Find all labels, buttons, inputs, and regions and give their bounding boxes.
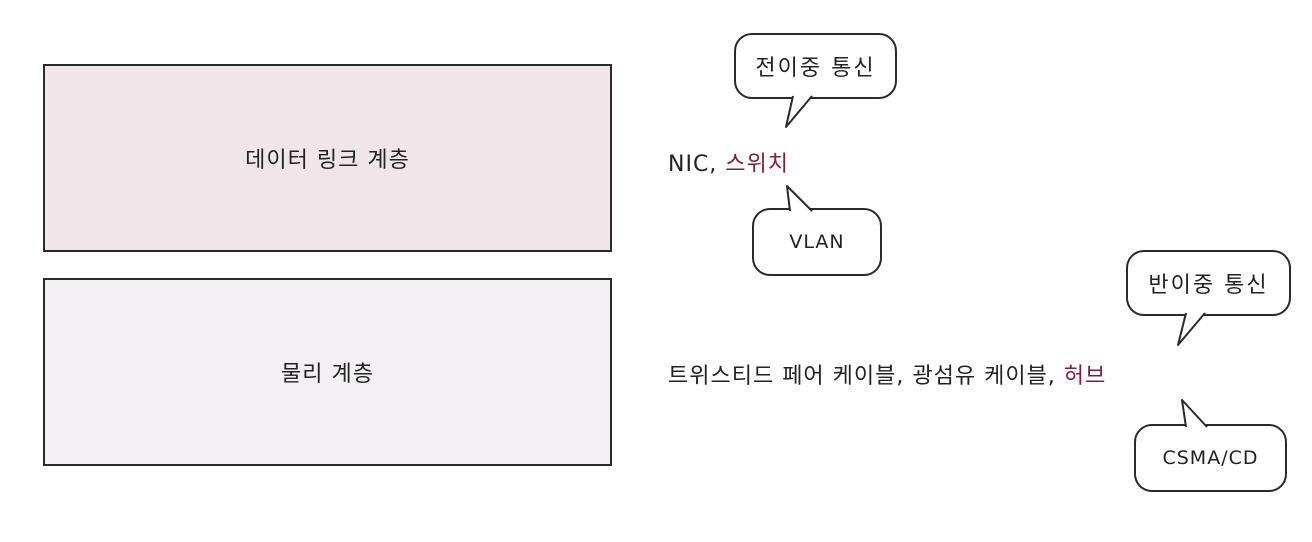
cables-text: 트위스티드 페어 케이블, 광섬유 케이블, bbox=[668, 364, 1064, 389]
physical-layer-label: 물리 계층 bbox=[281, 362, 374, 387]
datalink-layer-box: 데이터 링크 계층 bbox=[43, 64, 612, 252]
half-duplex-callout: 반이중 통신 bbox=[1126, 250, 1291, 316]
vlan-callout: VLAN bbox=[752, 208, 882, 276]
full-duplex-callout: 전이중 통신 bbox=[734, 33, 897, 99]
half-duplex-text: 반이중 통신 bbox=[1148, 273, 1269, 298]
csma-cd-tail bbox=[1181, 399, 1208, 428]
switch-text: 스위치 bbox=[725, 152, 790, 177]
half-duplex-tail bbox=[1177, 312, 1206, 346]
datalink-devices-text: NIC, 스위치 bbox=[668, 146, 789, 178]
vlan-text: VLAN bbox=[789, 231, 845, 253]
physical-layer-box: 물리 계층 bbox=[43, 278, 612, 466]
nic-text: NIC, bbox=[668, 152, 726, 177]
csma-cd-text: CSMA/CD bbox=[1162, 447, 1259, 469]
physical-devices-text: 트위스티드 페어 케이블, 광섬유 케이블, 허브 bbox=[668, 358, 1106, 390]
hub-text: 허브 bbox=[1063, 364, 1107, 389]
full-duplex-text: 전이중 통신 bbox=[755, 56, 876, 81]
datalink-layer-label: 데이터 링크 계층 bbox=[245, 148, 410, 173]
full-duplex-tail bbox=[785, 95, 813, 128]
csma-cd-callout: CSMA/CD bbox=[1134, 424, 1287, 492]
